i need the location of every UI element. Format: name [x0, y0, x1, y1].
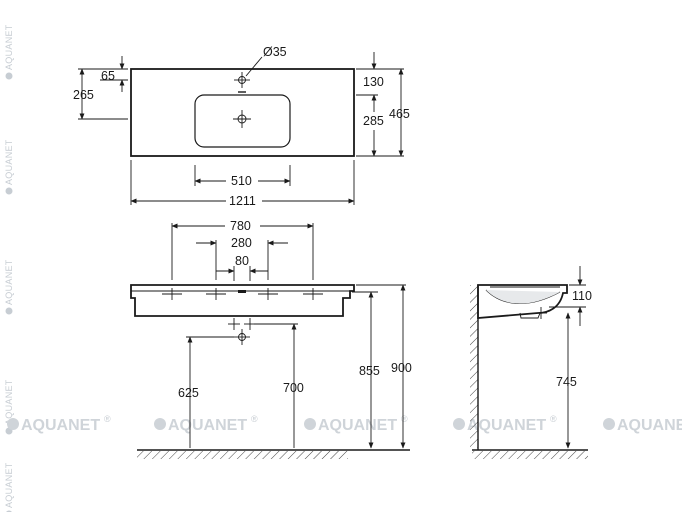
dim-510-label: 510: [231, 174, 252, 188]
reg-mark: ®: [104, 414, 111, 424]
bowl-outline: [194, 94, 291, 148]
side-watermark-column: AQUANET AQUANET AQUANET AQUANET AQUANET: [4, 24, 14, 512]
dim-265-label: 265: [73, 88, 94, 102]
watermark-text: AQUANET: [168, 417, 247, 434]
drain-icon: [233, 110, 251, 128]
dim-900-label: 900: [391, 361, 412, 375]
fixing-point-icon: [228, 318, 240, 330]
leader-line: [245, 56, 263, 77]
dim-280-label: 280: [231, 236, 252, 250]
drop-logo-icon: [154, 418, 166, 430]
side-watermark-text: AQUANET: [4, 139, 14, 185]
dim-110-label: 110: [572, 289, 592, 303]
reg-mark: ®: [401, 414, 408, 424]
dim-1211-label: 1211: [229, 194, 256, 208]
drop-logo-icon: [5, 72, 13, 80]
mounting-hole-icon: [303, 288, 323, 300]
watermark-text: AQUANET: [467, 417, 546, 434]
drop-logo-icon: [453, 418, 465, 430]
drop-logo-icon: [5, 187, 13, 195]
reg-mark: ®: [550, 414, 557, 424]
floor-hatch: [137, 451, 348, 459]
side-watermark-text: AQUANET: [4, 259, 14, 305]
top-view: Ø35 65 265 130 285 465 510: [73, 45, 410, 208]
dim-130-label: 130: [363, 75, 384, 89]
mounting-hole-icon: [162, 288, 182, 300]
dim-465-label: 465: [389, 107, 410, 121]
front-view: 780 280 80 625 700: [130, 219, 412, 459]
watermark-4: AQUANET ®: [453, 414, 557, 434]
drain-neck: [519, 312, 541, 319]
side-watermark-2: AQUANET: [4, 139, 14, 195]
tap-hole-icon: [234, 72, 250, 88]
mounting-hole-icon: [206, 288, 226, 300]
watermark-text: AQUANET: [21, 417, 100, 434]
side-watermark-5: AQUANET: [4, 462, 14, 512]
side-watermark-3: AQUANET: [4, 259, 14, 315]
dim-745-label: 745: [556, 375, 577, 389]
watermark-3: AQUANET ®: [304, 414, 408, 434]
drain-hole-icon: [535, 307, 547, 319]
side-watermark-1: AQUANET: [4, 24, 14, 80]
dim-700-label: 700: [283, 381, 304, 395]
drop-logo-icon: [304, 418, 316, 430]
wall-hatch: [470, 285, 478, 448]
hole-diameter-label: Ø35: [263, 45, 287, 59]
dim-65-label: 65: [101, 69, 115, 83]
drop-logo-icon: [5, 307, 13, 315]
drop-logo-icon: [603, 418, 615, 430]
bowl-section-fill: [486, 290, 560, 304]
basin-top-outline: [130, 68, 355, 157]
watermark-1: AQUANET ®: [7, 414, 111, 434]
watermark-text: AQUANET: [617, 417, 682, 434]
reg-mark: ®: [251, 414, 258, 424]
dim-625-label: 625: [178, 386, 199, 400]
overflow-slot: [238, 290, 246, 293]
mounting-hole-icon: [258, 288, 278, 300]
side-watermark-text: AQUANET: [4, 24, 14, 70]
drop-logo-icon: [7, 418, 19, 430]
floor-hatch: [472, 451, 588, 459]
basin-front-outline: [130, 284, 355, 317]
dim-780-label: 780: [230, 219, 251, 233]
dim-855-label: 855: [359, 364, 380, 378]
side-view: 110 745: [470, 266, 592, 459]
watermark-2: AQUANET ®: [154, 414, 258, 434]
dim-80-label: 80: [235, 254, 249, 268]
watermark-row: AQUANET ® AQUANET ® AQUANET ® AQUANET ® …: [7, 414, 682, 434]
side-watermark-text: AQUANET: [4, 462, 14, 508]
watermark-text: AQUANET: [318, 417, 397, 434]
watermark-5: AQUANET: [603, 417, 682, 434]
drain-outlet-icon: [234, 329, 250, 345]
side-watermark-text: AQUANET: [4, 379, 14, 425]
dim-285-label: 285: [363, 114, 384, 128]
